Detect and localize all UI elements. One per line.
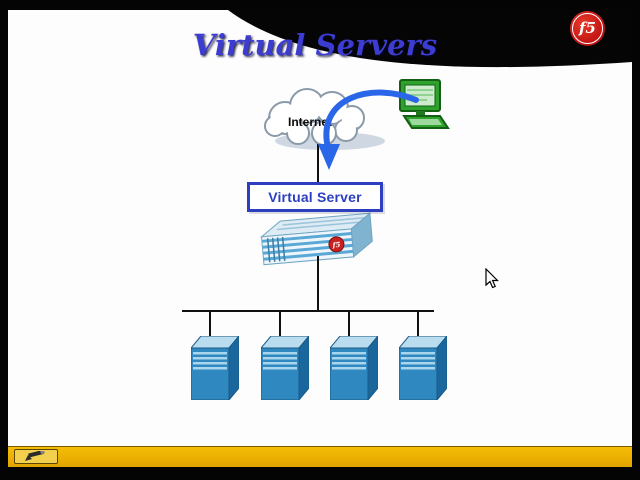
f5-logo-text: f5 xyxy=(579,18,596,37)
bigip-appliance-icon: f5 xyxy=(259,212,373,266)
server-tower-icon xyxy=(261,310,309,402)
f5-logo: f5 xyxy=(570,11,605,46)
connector-bus-to-server xyxy=(279,310,281,338)
connector-bus-to-server xyxy=(417,310,419,338)
pen-button[interactable] xyxy=(14,449,58,464)
network-bus-line xyxy=(182,310,434,312)
internet-cloud-icon: Internet xyxy=(264,88,385,150)
swoosh-graphic xyxy=(228,10,632,68)
slide-area[interactable]: Virtual Servers f5 Internet xyxy=(8,10,632,446)
appliance-logo-text: f5 xyxy=(331,240,341,250)
cloud-label: Internet xyxy=(288,115,332,129)
server-tower-icon xyxy=(399,310,447,402)
virtual-server-box: Virtual Server xyxy=(247,182,383,212)
connector-cloud-to-vs xyxy=(317,144,319,184)
server-tower-icon xyxy=(191,310,239,402)
annotation-toolbar xyxy=(8,446,632,467)
connector-vs-to-bus xyxy=(317,256,319,310)
mouse-cursor-icon xyxy=(485,268,499,289)
connector-bus-to-server xyxy=(348,310,350,338)
virtual-server-label: Virtual Server xyxy=(268,189,362,205)
traffic-arrow-icon xyxy=(318,89,419,170)
server-tower-icon xyxy=(330,310,378,402)
connector-bus-to-server xyxy=(209,310,211,338)
slide-title: Virtual Servers xyxy=(192,28,438,62)
pen-icon xyxy=(25,451,45,461)
